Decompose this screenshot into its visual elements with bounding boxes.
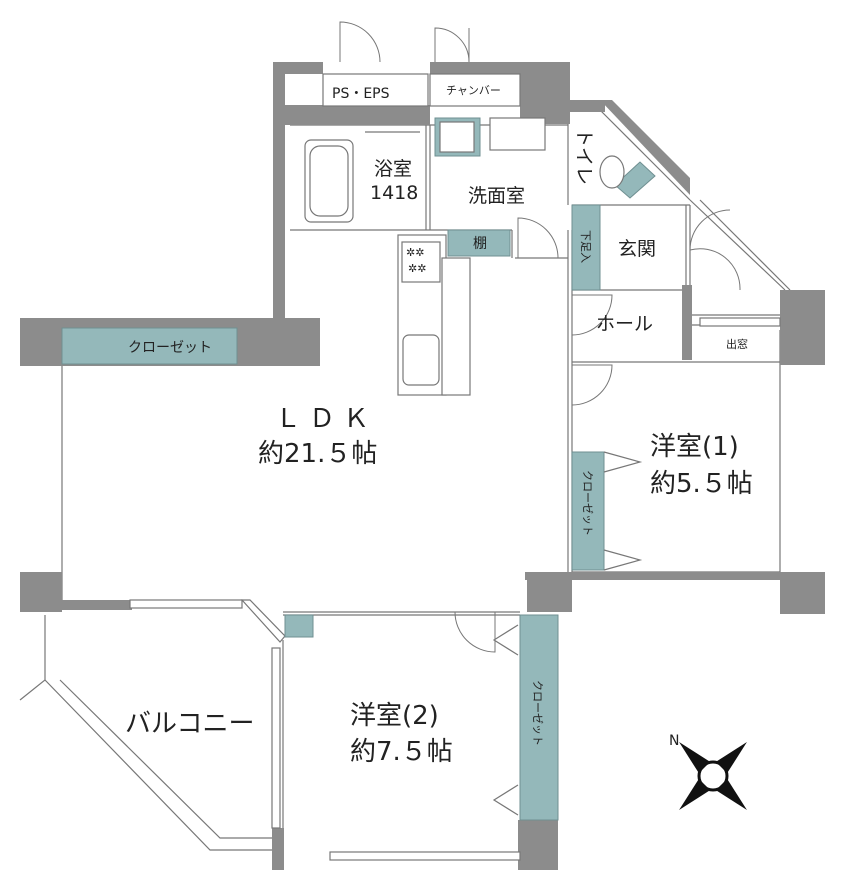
chamber-label: チャンバー [446, 84, 501, 97]
washbasin [489, 117, 546, 151]
hall-name: ホール [596, 313, 653, 335]
toilet-name: トイレ [573, 128, 595, 185]
bath-name: 浴室 [374, 158, 412, 180]
closet-ldk-label: クローゼット [128, 340, 212, 356]
windows [129, 317, 781, 861]
shelf-label: 棚 [473, 236, 487, 252]
shoe-box [571, 204, 601, 291]
bay-window-label: 出窓 [726, 337, 748, 351]
ps-eps-label: PS・EPS [332, 86, 390, 102]
bath-size: 1418 [370, 182, 418, 204]
closet-room2 [519, 614, 559, 821]
room-labels: ＬＤＫ 約21.５帖 浴室 1418 洗面室 玄関 ホール 洋室(1) 約5.５… [125, 128, 753, 767]
stove [401, 241, 441, 283]
storage-areas [61, 204, 643, 821]
ps-eps-box [322, 73, 429, 107]
shoe-box-label: 下足入 [579, 230, 592, 263]
kitchen-sink [402, 334, 440, 386]
room1-name: 洋室(1) [650, 432, 739, 462]
room2-size: 約7.５帖 [350, 737, 453, 767]
chamber-box [429, 73, 521, 107]
svg-text:✲✲: ✲✲ [408, 262, 426, 275]
room1-size: 約5.５帖 [650, 469, 753, 499]
closet-room1-label: クローゼット [581, 470, 594, 536]
washroom-name: 洗面室 [468, 185, 525, 207]
balcony-name: バルコニー [125, 709, 254, 739]
compass-rose [679, 742, 747, 810]
north-label: N [669, 733, 679, 749]
room2-name: 洋室(2) [350, 701, 439, 731]
entrance-name: 玄関 [618, 238, 656, 260]
closet-ldk [61, 327, 238, 365]
shelf [447, 229, 511, 257]
ldk-name: ＬＤＫ [275, 404, 377, 434]
closet-room2-label: クローゼット [531, 680, 544, 746]
ldk-size: 約21.５帖 [258, 439, 377, 469]
toilet-bowl [614, 161, 656, 199]
doors [339, 21, 741, 653]
svg-text:✲✲: ✲✲ [406, 246, 424, 259]
fixtures: ✲✲ ✲✲ [304, 117, 656, 396]
closet-room1 [571, 451, 605, 571]
storage-labels: クローゼット 棚 PS・EPS チャンバー 出窓 下足入 クローゼット クローゼ… [128, 84, 748, 746]
